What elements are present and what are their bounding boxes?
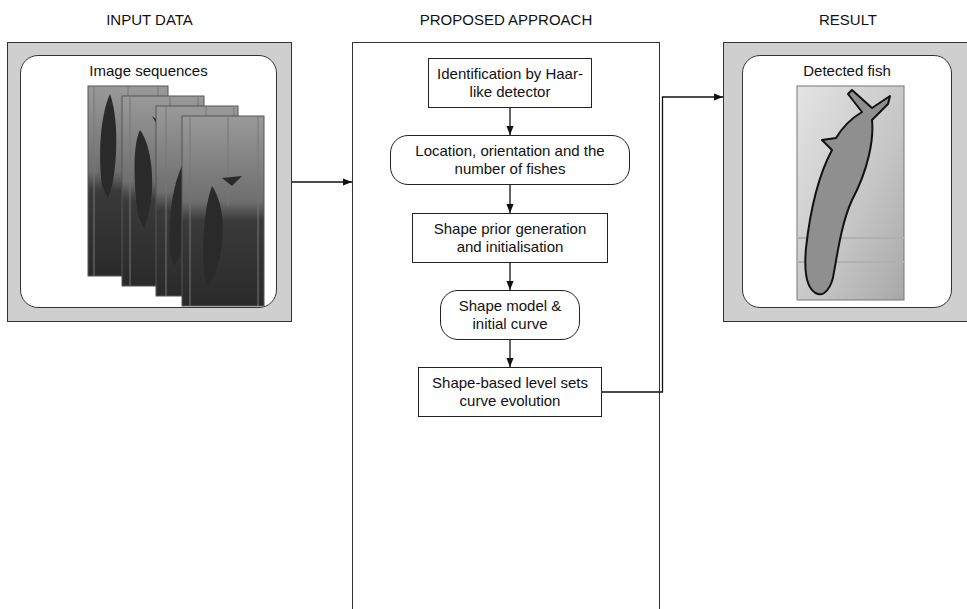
process-box: Shape prior generation and initialisatio… [412, 213, 608, 263]
result-image [797, 86, 904, 300]
process-box: Identification by Haar-like detector [428, 58, 592, 108]
flow-arrow [602, 97, 723, 392]
data-box: Shape model & initial curve [440, 290, 580, 340]
panel-heading: PROPOSED APPROACH [353, 11, 659, 28]
flow-arrow [509, 263, 510, 290]
panel-heading: RESULT [724, 11, 967, 28]
box-label: Shape-based level sets curve evolution [427, 374, 593, 410]
box-label: Identification by Haar-like detector [437, 65, 583, 101]
flow-arrow [509, 340, 510, 367]
flow-arrow [509, 108, 510, 135]
box-label: Location, orientation and the number of … [399, 142, 621, 178]
flow-arrow [509, 185, 510, 213]
box-label: Shape model & initial curve [449, 297, 571, 333]
approach-panel: PROPOSED APPROACHIdentification by Haar-… [352, 42, 660, 609]
panel-heading: INPUT DATA [8, 11, 291, 28]
box-heading: Image sequences [21, 62, 276, 79]
data-box: Location, orientation and the number of … [390, 135, 630, 185]
box-heading: Detected fish [743, 62, 951, 79]
process-box: Shape-based level sets curve evolution [418, 367, 602, 417]
box-label: Shape prior generation and initialisatio… [421, 220, 599, 256]
image-frames [88, 86, 264, 306]
flow-arrow [292, 181, 352, 182]
